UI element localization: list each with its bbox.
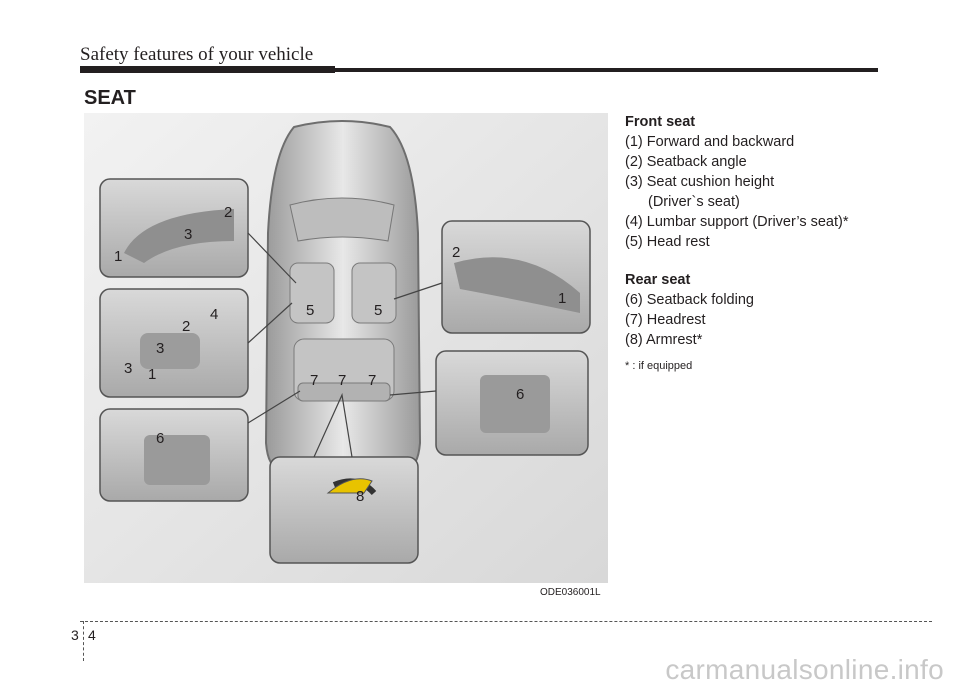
rear-seat-heading: Rear seat (625, 272, 691, 288)
header-title: Safety features of your vehicle (80, 44, 314, 65)
front-seat-item-continuation: (Driver`s seat) (648, 194, 740, 210)
callout-numbers: 2 3 1 4 2 3 3 1 5 5 2 1 7 7 7 6 6 8 (114, 204, 566, 505)
footer-rule (80, 621, 932, 622)
callout-5-right: 5 (374, 302, 382, 319)
header-rule (80, 68, 878, 72)
panel-driver-controls (99, 288, 249, 398)
seat-diagram-svg: 2 3 1 4 2 3 3 1 5 5 2 1 7 7 7 6 6 8 (84, 113, 608, 583)
header-rule-accent (80, 66, 335, 73)
callout-4: 4 (210, 306, 218, 323)
callout-2-front: 2 (224, 204, 232, 221)
callout-8: 8 (356, 488, 364, 505)
panel-front-power-seat (99, 178, 249, 278)
callout-1-ctrl: 1 (148, 366, 156, 383)
front-seat-item: (2) Seatback angle (625, 154, 747, 170)
callout-1-front: 1 (114, 248, 122, 265)
callout-7-b: 7 (338, 372, 346, 389)
callout-3-ctrl-b: 3 (124, 360, 132, 377)
callout-3-front: 3 (184, 226, 192, 243)
front-seat-item: (5) Head rest (625, 234, 710, 250)
rear-seat-item: (8) Armrest* (625, 332, 703, 348)
leader-lines (247, 232, 443, 458)
page-divider (83, 621, 84, 661)
panel-rear-armrest (269, 456, 419, 564)
front-seat-item: (3) Seat cushion height (625, 174, 775, 190)
seat-illustration: 2 3 1 4 2 3 3 1 5 5 2 1 7 7 7 6 6 8 (84, 113, 608, 583)
front-seat-heading: Front seat (625, 114, 696, 130)
callout-7-a: 7 (310, 372, 318, 389)
rear-seat-item: (7) Headrest (625, 312, 706, 328)
page-number: 4 (88, 627, 96, 643)
callout-1-passenger: 1 (558, 290, 566, 307)
section-title: SEAT (84, 87, 136, 109)
callout-6-left: 6 (156, 430, 164, 447)
figure-caption: ODE036001L (540, 587, 601, 598)
equipment-note: * : if equipped (625, 360, 693, 372)
callout-2-ctrl: 2 (182, 318, 190, 335)
callout-2-passenger: 2 (452, 244, 460, 261)
watermark: carmanualsonline.info (665, 654, 944, 685)
section-number: 3 (71, 627, 79, 643)
callout-3-ctrl: 3 (156, 340, 164, 357)
seat-description: Front seat (1) Forward and backward (2) … (625, 112, 915, 376)
panel-rear-fold-left (99, 408, 249, 502)
front-seat-item: (4) Lumbar support (Driver’s seat)* (625, 214, 849, 230)
panel-passenger-seat (441, 220, 591, 334)
front-seat-item: (1) Forward and backward (625, 134, 795, 150)
callout-7-c: 7 (368, 372, 376, 389)
callout-5-left: 5 (306, 302, 314, 319)
rear-seat-item: (6) Seatback folding (625, 292, 754, 308)
panel-rear-fold-right (435, 350, 589, 456)
callout-6-right: 6 (516, 386, 524, 403)
car-top-view (264, 120, 422, 469)
armrest-arrow-icon (326, 478, 373, 494)
